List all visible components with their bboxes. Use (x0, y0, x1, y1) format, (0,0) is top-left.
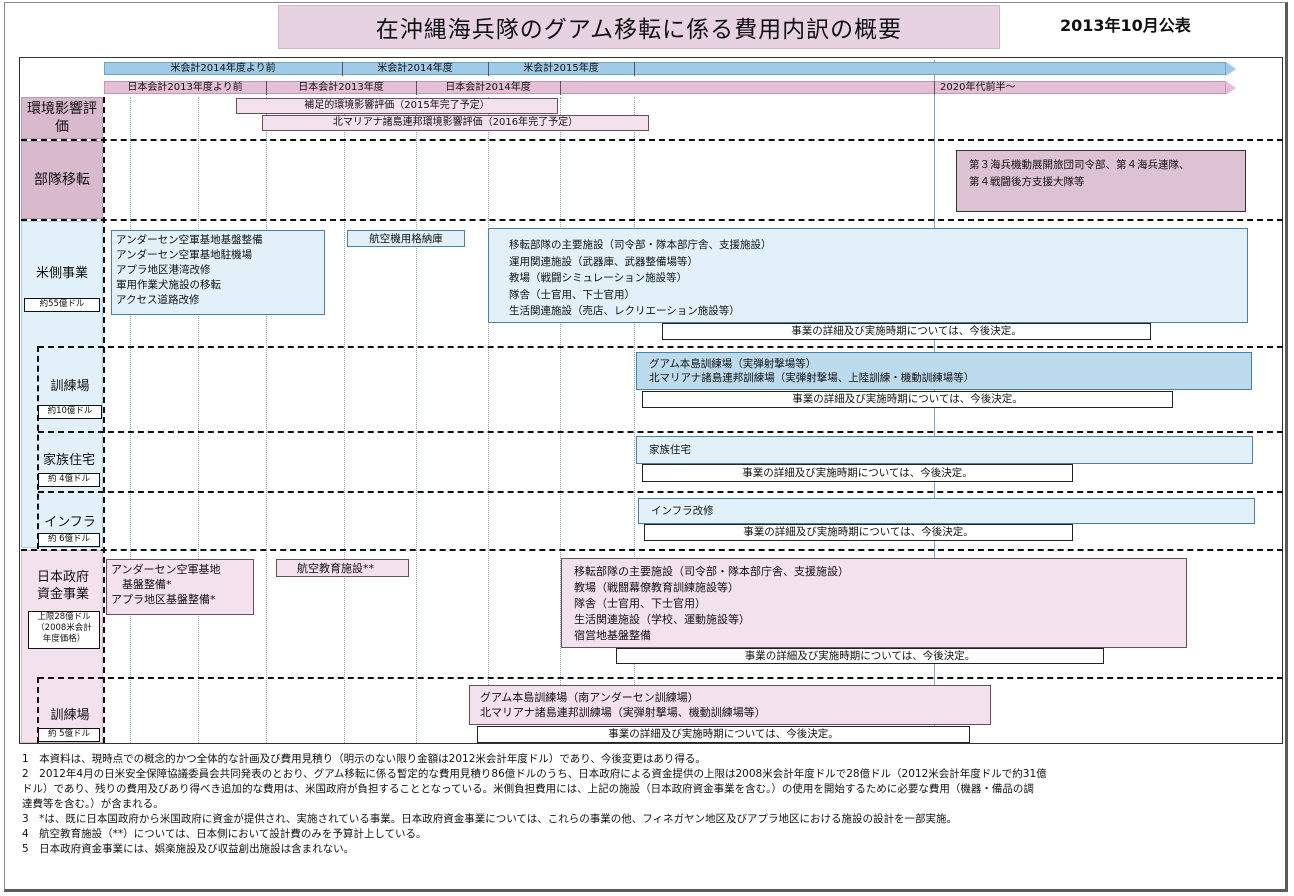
infrastructure-box: インフラ改修 (638, 498, 1255, 524)
jp-training-box: グアム本島訓練場（南アンダーセン訓練場） 北マリアナ諸島連邦訓練場（実弾射撃場、… (469, 685, 991, 725)
fy-divider (488, 62, 489, 76)
budget-infrastructure: 約 6億ドル (38, 533, 100, 547)
fy-divider (934, 81, 935, 95)
eia-supplemental-bar: 補足的環境影響評価（2015年完了予定） (236, 98, 558, 114)
budget-family-housing: 約 4億ドル (38, 473, 100, 487)
fy-divider (560, 81, 561, 95)
row-label-family-housing: 家族住宅 (42, 452, 95, 468)
budget-us-projects: 約55億ドル (24, 298, 100, 312)
subrow-divider (37, 677, 39, 743)
us-andersen-box: アンダーセン空軍基地基盤整備 アンダーセン空軍基地駐機場 アプラ地区港湾改修 軍… (111, 230, 325, 315)
guide-line (266, 97, 267, 743)
arrow-right-icon (1226, 81, 1236, 95)
publish-date: 2013年10月公表 (1060, 16, 1191, 35)
us-projects-note: 事業の詳細及び実施時期については、今後決定。 (662, 323, 1151, 340)
row-label-infrastructure: インフラ (44, 514, 96, 530)
footnote-4: 4 航空教育施設（**）については、日本側において設計費のみを予算計上している。 (22, 828, 427, 840)
subrow-divider (37, 346, 39, 549)
title-text: 在沖縄海兵隊のグアム移転に係る費用内訳の概要 (375, 17, 903, 43)
fy-divider (416, 81, 417, 95)
us-fy-label: 米会計2014年度より前 (170, 62, 276, 74)
footnote-1: 1 本資料は、現時点での概念的かつ全体的な計画及び費用見積り（明示のない限り金額… (22, 753, 706, 765)
jp-fy-bar (104, 81, 1226, 94)
relocation-units: 第３海兵機動展開旅団司令部、第４海兵連隊、 第４戦闘後方支援大隊等 (969, 159, 1190, 188)
fy-divider (266, 81, 267, 95)
us-fy-label: 米会計2014年度 (377, 62, 453, 74)
guide-line (634, 97, 635, 743)
footnote-5: 5 日本政府資金事業には、娯楽施設及び収益創出施設は含まれない。 (22, 843, 355, 855)
jp-fy-label: 2020年代前半～ (940, 81, 1016, 93)
row-label-us-training: 訓練場 (50, 378, 90, 394)
jp-training-note: 事業の詳細及び実施時期については、今後決定。 (477, 726, 970, 743)
guide-line (344, 97, 345, 743)
row-separator (38, 431, 1283, 433)
guide-line (130, 97, 131, 743)
fy-divider (634, 62, 635, 76)
jp-aviation-box: 航空教育施設** (276, 559, 409, 577)
row-separator (21, 139, 1283, 141)
us-hangar-box: 航空機用格納庫 (347, 230, 465, 247)
row-separator (21, 219, 1283, 221)
us-funded-band (21, 221, 103, 548)
arrow-right-icon (1226, 62, 1236, 76)
row-separator (38, 346, 1283, 348)
us-fy-label: 米会計2015年度 (523, 62, 599, 74)
us-main-facilities-box: 移転部隊の主要施設（司令部・隊本部庁舎、支援施設） 運用関連施設（武器庫、武器整… (488, 228, 1248, 323)
jp-main-facilities-box: 移転部隊の主要施設（司令部・隊本部庁舎、支援施設） 教場（戦闘幕僚教育訓練施設等… (561, 558, 1187, 648)
jp-projects-note: 事業の詳細及び実施時期については、今後決定。 (616, 648, 1104, 664)
guide-line (198, 97, 199, 743)
row-label-jp-projects: 日本政府 資金事業 (36, 570, 89, 602)
relocation-box: 第３海兵機動展開旅団司令部、第４海兵連隊、 第４戦闘後方支援大隊等 (956, 150, 1246, 212)
footnote-3: 3 *は、既に日本国政府から米国政府に資金が提供され、実施されている事業。日本政… (22, 813, 957, 825)
row-separator (38, 677, 1283, 679)
jp-andersen-box: アンダーセン空軍基地 基盤整備* アプラ地区基盤整備* (106, 559, 254, 615)
row-label-relocation: 部隊移転 (21, 141, 103, 219)
eia-cnmi-bar: 北マリアナ諸島連邦環境影響評価（2016年完了予定） (262, 115, 649, 131)
row-label-eia: 環境影響評価 (21, 97, 103, 139)
budget-us-training: 約10億ドル (38, 405, 102, 419)
budget-jp-training: 約 5億ドル (38, 728, 100, 742)
page-frame (4, 2, 1288, 892)
footnotes: 1 本資料は、現時点での概念的かつ全体的な計画及び費用見積り（明示のない限り金額… (22, 752, 1282, 857)
page-title: 在沖縄海兵隊のグアム移転に係る費用内訳の概要 (278, 5, 1000, 49)
row-separator (21, 549, 1283, 551)
guide-line (488, 97, 489, 743)
fy-divider (342, 62, 343, 76)
row-label-jp-training: 訓練場 (50, 707, 90, 723)
us-training-box: グアム本島訓練場（実弾射撃場等） 北マリアナ諸島連邦訓練場（実弾射撃場、上陸訓練… (636, 352, 1252, 390)
jp-fy-label: 日本会計2013年度より前 (127, 81, 243, 93)
us-training-note: 事業の詳細及び実施時期については、今後決定。 (642, 391, 1173, 408)
jp-fy-label: 日本会計2013年度 (298, 81, 384, 93)
guide-line (560, 97, 561, 743)
chart-frame (19, 57, 1283, 744)
row-separator (38, 491, 1283, 493)
us-fy-bar (104, 62, 1226, 75)
label-column-divider (103, 97, 105, 743)
jp-fy-label: 日本会計2014年度 (445, 81, 531, 93)
row-label-us-projects: 米側事業 (35, 265, 88, 281)
guide-line (416, 97, 417, 743)
infrastructure-note: 事業の詳細及び実施時期については、今後決定。 (644, 524, 1073, 541)
family-housing-box: 家族住宅 (636, 436, 1253, 464)
budget-jp-projects: 上限28億ドル （2008米会計 年度価格） (28, 611, 100, 649)
footnote-2: 2 2012年4月の日米安全保障協議委員会共同発表のとおり、グアム移転に係る暫定… (22, 768, 1047, 810)
family-housing-note: 事業の詳細及び実施時期については、今後決定。 (642, 464, 1073, 482)
